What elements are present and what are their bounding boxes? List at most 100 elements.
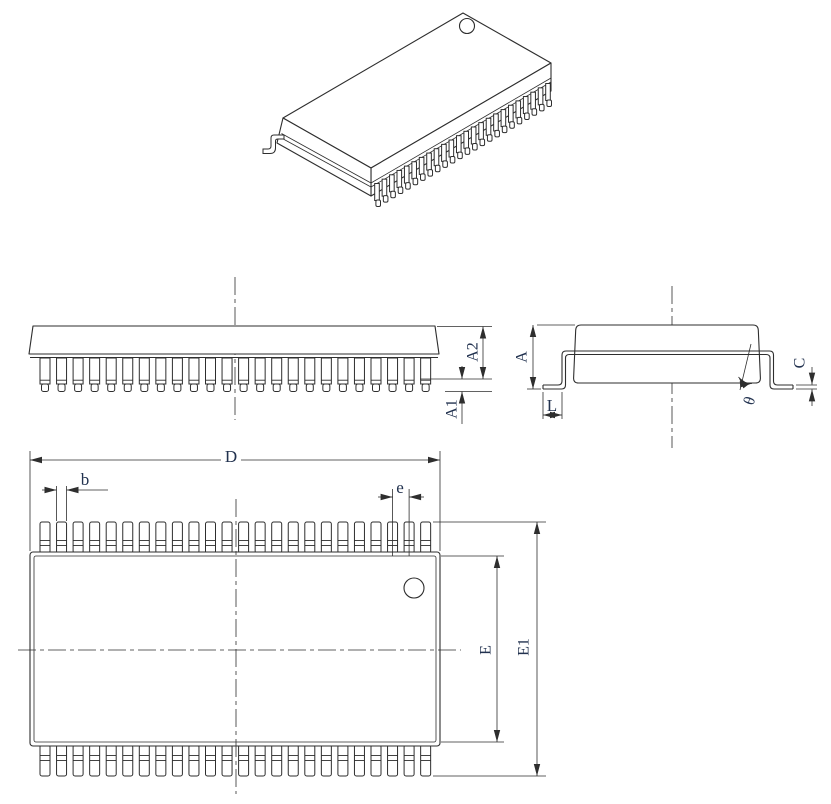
pin	[238, 521, 250, 554]
pin	[89, 521, 101, 554]
pin	[188, 521, 200, 554]
pin-foot	[289, 383, 298, 392]
dim-label-d: D	[225, 447, 237, 466]
pin	[205, 521, 216, 554]
pin-foot	[189, 383, 198, 392]
pin	[493, 113, 499, 132]
pin-foot	[239, 383, 248, 392]
pin	[403, 165, 410, 184]
pin-foot	[531, 108, 538, 116]
pin-foot	[464, 147, 471, 155]
pin-foot	[412, 177, 419, 186]
pin	[448, 139, 455, 158]
pin	[485, 117, 492, 136]
pin	[537, 87, 544, 106]
pin-foot	[494, 129, 500, 138]
pin	[530, 91, 536, 110]
side-body	[28, 325, 440, 355]
pin	[418, 156, 425, 175]
dim-label-a2: A2	[465, 342, 482, 362]
pin	[470, 126, 477, 145]
pin-foot	[382, 195, 389, 203]
pin-foot	[140, 383, 149, 392]
top-pins-top	[39, 521, 432, 554]
pin-foot	[74, 383, 83, 392]
pin	[463, 130, 470, 149]
pin	[545, 83, 551, 101]
side-pins	[39, 357, 432, 392]
pin-foot	[546, 99, 553, 107]
dim-label-e: e	[396, 478, 404, 497]
pin	[254, 521, 266, 554]
iso-pins	[374, 83, 553, 207]
pin-foot	[405, 383, 414, 392]
pin-foot	[516, 116, 523, 125]
pin-foot	[123, 383, 132, 392]
pin-foot	[442, 160, 448, 168]
pin-foot	[57, 383, 66, 392]
dim-label-a: A	[514, 351, 531, 363]
pin-foot	[390, 190, 396, 199]
pin-foot	[457, 151, 463, 160]
pin-foot	[338, 383, 347, 392]
isometric-view	[262, 12, 553, 207]
pin-foot	[388, 383, 397, 392]
pin	[320, 521, 332, 554]
pin-foot	[206, 383, 215, 392]
pin	[500, 109, 507, 128]
pin-foot	[41, 383, 49, 392]
end-lead-inner	[543, 353, 793, 390]
top-body-outline	[29, 551, 441, 747]
end-view: A L C θ	[514, 286, 817, 448]
pin	[287, 521, 299, 554]
pin1-marker-icon	[403, 577, 425, 599]
pin-foot	[156, 383, 165, 392]
pin-foot	[524, 112, 530, 121]
pin-foot	[509, 121, 515, 129]
iso-stub-pin	[262, 134, 285, 154]
pin	[72, 521, 84, 554]
pin-foot	[90, 383, 99, 392]
pin	[304, 521, 316, 554]
pin-foot	[256, 383, 265, 392]
pin1-marker-icon	[458, 17, 476, 35]
dim-label-c: C	[792, 358, 809, 369]
pin-foot	[434, 164, 441, 173]
pin	[171, 521, 183, 554]
pin-foot	[479, 138, 486, 147]
pin	[271, 521, 283, 554]
iso-parting-line	[370, 81, 552, 188]
pin-foot	[449, 156, 456, 164]
pin	[396, 169, 403, 188]
pin-foot	[173, 383, 182, 392]
pin-foot	[472, 142, 478, 151]
pin	[374, 183, 380, 201]
pin	[353, 521, 365, 554]
pin	[105, 521, 117, 554]
pin	[411, 161, 417, 180]
side-view: A2 A1	[28, 277, 492, 424]
pin	[122, 521, 134, 554]
pin-foot	[375, 199, 381, 207]
pin	[455, 135, 462, 154]
pin	[441, 143, 447, 162]
iso-parting-line	[370, 77, 552, 184]
pin-foot	[107, 383, 116, 392]
top-body-inner-line	[33, 555, 437, 743]
iso-parting-line	[281, 133, 372, 184]
pin-foot	[322, 383, 331, 392]
pin-foot	[538, 103, 545, 112]
top-pins-bottom	[39, 744, 432, 777]
dim-label-a1: A1	[444, 399, 461, 419]
pin-foot	[355, 383, 364, 392]
pin	[138, 521, 150, 554]
pin	[337, 521, 349, 554]
dim-label-E: E	[478, 645, 495, 655]
pin	[155, 521, 167, 554]
pin	[370, 521, 382, 554]
pin	[420, 521, 432, 554]
pin-foot	[427, 169, 434, 177]
theta-arc	[738, 376, 753, 389]
pin-foot	[397, 186, 404, 194]
